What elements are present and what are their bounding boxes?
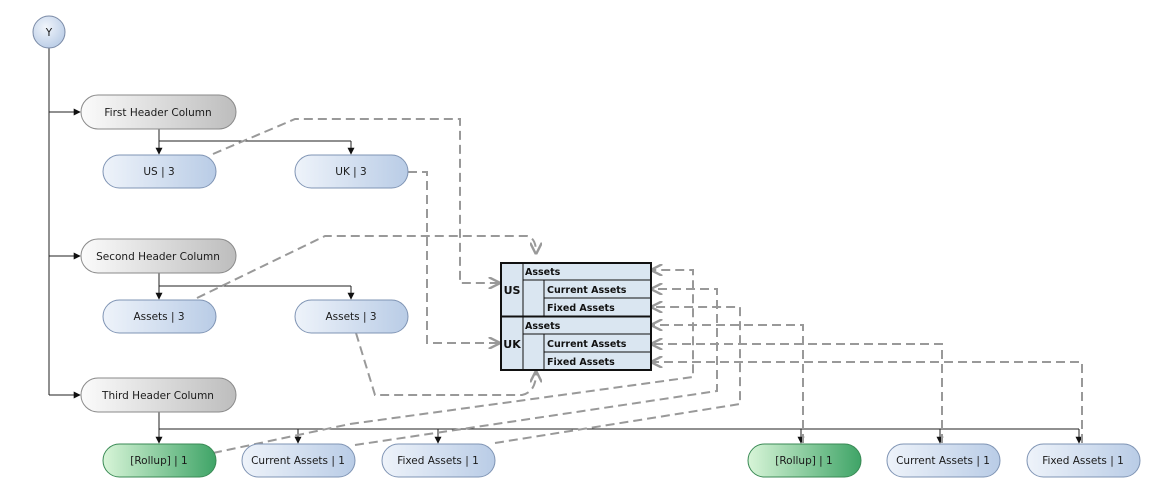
node-assets-right[interactable]: Assets | 3	[294, 299, 409, 334]
header-label-first: First Header Column	[104, 107, 211, 119]
node-current-assets-right-label: Current Assets | 1	[896, 455, 990, 467]
root-label: Y	[45, 27, 53, 39]
link-current-right-to-table	[653, 344, 943, 443]
node-assets-left[interactable]: Assets | 3	[102, 299, 217, 334]
root-node[interactable]: Y	[32, 15, 66, 49]
link-us-to-table	[212, 118, 498, 283]
node-current-assets-left-label: Current Assets | 1	[251, 455, 345, 467]
node-rollup-left[interactable]: [Rollup] | 1	[102, 443, 217, 478]
table-us-current-assets: Current Assets	[547, 285, 627, 296]
node-current-assets-right[interactable]: Current Assets | 1	[886, 443, 1001, 478]
node-fixed-assets-left-label: Fixed Assets | 1	[397, 455, 479, 467]
table-uk-assets: Assets	[525, 321, 561, 332]
link-rollup-right-to-table	[653, 325, 804, 443]
node-current-assets-left[interactable]: Current Assets | 1	[241, 443, 356, 478]
node-assets-left-label: Assets | 3	[133, 311, 184, 323]
link-fixed-left-to-table	[494, 307, 741, 444]
node-assets-right-label: Assets | 3	[325, 311, 376, 323]
node-rollup-left-label: [Rollup] | 1	[130, 455, 188, 467]
node-rollup-right-label: [Rollup] | 1	[775, 455, 833, 467]
table-us-fixed-assets: Fixed Assets	[547, 303, 615, 314]
header-label-second: Second Header Column	[96, 251, 220, 263]
node-fixed-assets-left[interactable]: Fixed Assets | 1	[381, 443, 496, 478]
reference-links	[196, 118, 1083, 454]
link-current-left-to-table	[354, 289, 718, 446]
header-label-third: Third Header Column	[101, 390, 214, 402]
node-us[interactable]: US | 3	[102, 154, 217, 189]
header-node-first[interactable]: First Header Column	[80, 94, 237, 130]
table-uk-fixed-assets: Fixed Assets	[547, 357, 615, 368]
node-fixed-assets-right[interactable]: Fixed Assets | 1	[1026, 443, 1141, 478]
header-table: US Assets Current Assets Fixed Assets UK…	[500, 262, 652, 371]
node-fixed-assets-right-label: Fixed Assets | 1	[1042, 455, 1124, 467]
node-us-label: US | 3	[143, 166, 174, 178]
link-fixed-right-to-table	[653, 362, 1083, 443]
node-uk-label: UK | 3	[335, 166, 366, 178]
table-uk-current-assets: Current Assets	[547, 339, 627, 350]
table-group-us-label: US	[504, 284, 521, 297]
table-us-assets: Assets	[525, 267, 561, 278]
link-rollup-left-to-table	[212, 270, 694, 454]
header-node-third[interactable]: Third Header Column	[80, 377, 237, 413]
connector-second-header-children	[158, 273, 351, 287]
header-node-second[interactable]: Second Header Column	[80, 238, 237, 274]
link-assets-left-to-table	[196, 235, 536, 299]
node-uk[interactable]: UK | 3	[294, 154, 409, 189]
link-assets-right-to-table	[355, 332, 536, 396]
table-group-uk-label: UK	[503, 338, 521, 351]
node-rollup-right[interactable]: [Rollup] | 1	[747, 443, 862, 478]
link-uk-to-table	[408, 171, 498, 343]
